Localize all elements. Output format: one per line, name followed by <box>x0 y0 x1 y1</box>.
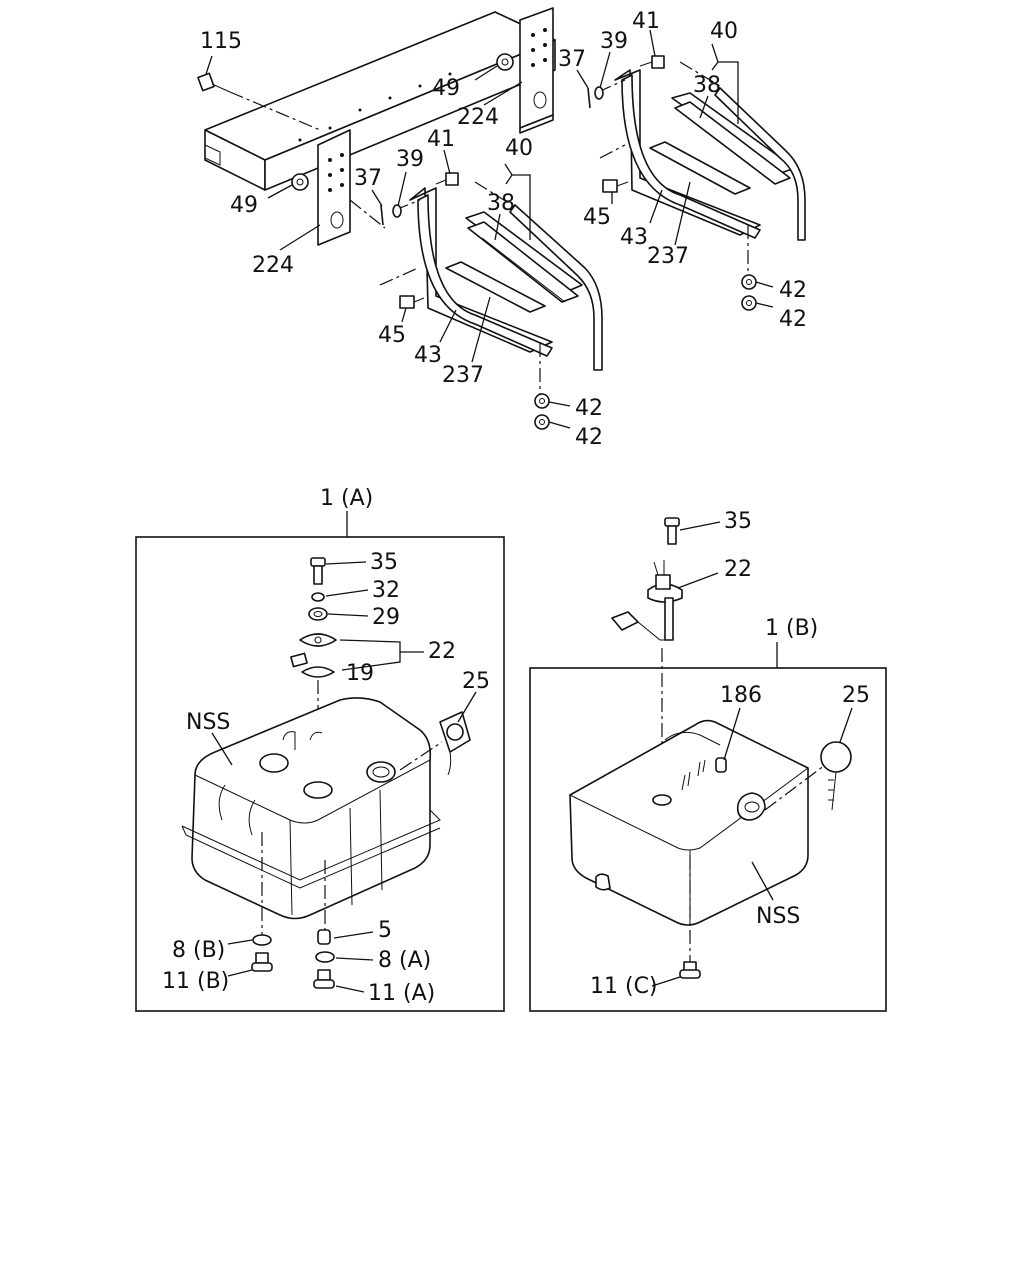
step-bracket-left <box>349 181 603 395</box>
bolt-115 <box>197 72 321 131</box>
callout-a-25: 25 <box>462 669 490 694</box>
washer-39-right <box>594 86 604 100</box>
callout-a-8a: 8 (A) <box>378 948 431 973</box>
callout-40-right: 40 <box>710 19 738 44</box>
callout-41-right: 41 <box>632 9 660 34</box>
callout-b-22: 22 <box>724 557 752 582</box>
bracket-224-upper <box>519 7 554 134</box>
callout-38-left: 38 <box>487 191 515 216</box>
bracket-224-left <box>317 129 351 246</box>
callout-39-right: 39 <box>600 29 628 54</box>
tank-a-drain-parts <box>251 929 335 989</box>
nut-49-left <box>291 173 309 191</box>
callout-224-upper: 224 <box>457 105 499 130</box>
callout-a-29: 29 <box>372 605 400 630</box>
callout-a-22: 22 <box>428 639 456 664</box>
pin-37-right <box>587 87 591 109</box>
leader-lines-upper <box>205 29 774 429</box>
callout-224-left: 224 <box>252 253 294 278</box>
callout-a-5: 5 <box>378 918 392 943</box>
callout-a-35: 35 <box>370 550 398 575</box>
callout-b-25: 25 <box>842 683 870 708</box>
step-bracket-right <box>597 61 806 276</box>
callout-a-32: 32 <box>372 578 400 603</box>
callout-40-left: 40 <box>505 136 533 161</box>
callout-b-186: 186 <box>720 683 762 708</box>
callout-b-nss: NSS <box>756 904 800 929</box>
callout-b-11c: 11 (C) <box>590 974 658 999</box>
leader-lines-a <box>211 561 477 993</box>
callout-a-nss: NSS <box>186 710 230 735</box>
bolt-41-left <box>435 172 459 186</box>
callout-41-left: 41 <box>427 127 455 152</box>
callout-42-left-a: 42 <box>575 396 603 421</box>
callout-1a-title: 1 (A) <box>320 486 373 511</box>
callout-b-35: 35 <box>724 509 752 534</box>
callout-49-left: 49 <box>230 193 258 218</box>
callout-a-8b: 8 (B) <box>172 938 225 963</box>
nuts-42-right <box>741 274 757 311</box>
callout-45-right: 45 <box>583 205 611 230</box>
callout-45-left: 45 <box>378 323 406 348</box>
callout-a-11b: 11 (B) <box>162 969 229 994</box>
callout-115: 115 <box>200 29 242 54</box>
callout-labels: 115 49 224 37 39 41 40 38 45 43 237 42 4… <box>162 9 870 1006</box>
leader-lines-b <box>651 521 853 987</box>
fuel-tank-b <box>569 719 826 962</box>
callout-a-11a: 11 (A) <box>368 981 435 1006</box>
frame-rail <box>204 11 556 191</box>
callout-237-right: 237 <box>647 244 689 269</box>
callout-42-left-b: 42 <box>575 425 603 450</box>
bolt-45-left <box>399 295 425 309</box>
bolt-45-right <box>602 179 629 193</box>
callout-37-left: 37 <box>354 166 382 191</box>
bolt-41-right <box>639 55 665 69</box>
tank-a-hardware <box>290 557 471 790</box>
pin-37-left <box>380 204 384 226</box>
tank-b-drain-bolt <box>679 961 701 979</box>
callout-43-left: 43 <box>414 343 442 368</box>
box-1b <box>529 642 887 1012</box>
callout-42-right-a: 42 <box>779 278 807 303</box>
callout-37-right: 37 <box>558 47 586 72</box>
nut-49-upper <box>496 53 514 71</box>
callout-38-right: 38 <box>693 73 721 98</box>
callout-43-right: 43 <box>620 225 648 250</box>
callout-237-left: 237 <box>442 363 484 388</box>
fuel-tank-a <box>181 697 443 935</box>
callout-1b-title: 1 (B) <box>765 616 818 641</box>
washer-39-left <box>392 204 402 218</box>
callout-49-upper: 49 <box>432 76 460 101</box>
tank-b-sender <box>820 741 852 811</box>
box-1a <box>135 511 505 1012</box>
callout-42-right-b: 42 <box>779 307 807 332</box>
nuts-42-left <box>534 393 550 430</box>
callout-39-left: 39 <box>396 147 424 172</box>
callout-a-19: 19 <box>346 661 374 686</box>
